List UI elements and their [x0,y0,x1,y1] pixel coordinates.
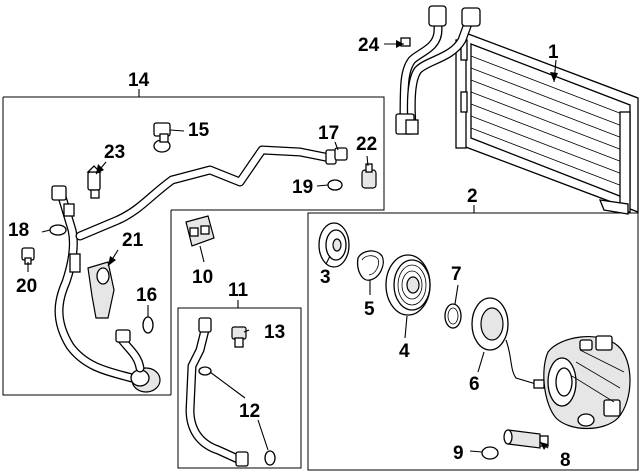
o-ring-18 [49,224,67,236]
shim-5 [356,250,384,281]
pulley-4 [385,254,431,316]
callout-17: 17 [318,123,339,144]
o-ring-19 [327,179,343,191]
callout-21: 21 [122,230,144,251]
callout-11: 11 [228,280,249,301]
leader-lines [27,40,558,453]
o-ring-16 [142,316,154,334]
callout-15: 15 [188,120,210,141]
pressure-switch-23 [86,165,102,199]
callout-16: 16 [136,285,157,306]
group-11-frame [177,300,302,469]
callout-24: 24 [358,35,380,56]
group-14-frame [2,89,385,396]
snap-ring-7 [444,303,462,329]
group-2-frame [307,205,639,471]
callout-9: 9 [453,443,464,464]
callout-22: 22 [356,134,377,155]
valve-cap-20 [21,247,35,265]
bracket-15 [153,122,171,153]
o-ring-12-lower [264,450,276,466]
hub-3 [318,222,350,268]
callout-14: 14 [128,70,150,91]
callout-5: 5 [364,299,375,320]
valve-22 [361,163,377,189]
callout-6: 6 [469,374,480,395]
discharge-line-assembly [395,5,481,135]
callout-12: 12 [239,401,260,422]
callout-18: 18 [8,220,29,241]
callout-10: 10 [192,267,213,288]
condenser [455,31,639,215]
clip-17 [334,147,348,161]
suction-hose-assembly [51,145,337,393]
callout-23: 23 [104,142,125,163]
fitting-13 [231,326,247,348]
callout-8: 8 [560,450,571,471]
callout-13: 13 [264,322,285,343]
callout-1: 1 [548,42,559,63]
callout-19: 19 [292,177,313,198]
callout-7: 7 [451,264,462,285]
compressor-body [543,335,631,429]
field-coil-6 [471,297,545,389]
o-ring-9 [481,446,499,460]
callout-2: 2 [467,186,478,207]
bracket-21 [87,261,115,319]
expansion-valve-10 [185,215,215,247]
liquid-line-11 [185,317,249,467]
callout-3: 3 [320,267,331,288]
callout-20: 20 [16,276,37,297]
o-ring-12-upper [198,366,212,376]
callout-4: 4 [399,341,410,362]
switch-8 [503,429,549,449]
